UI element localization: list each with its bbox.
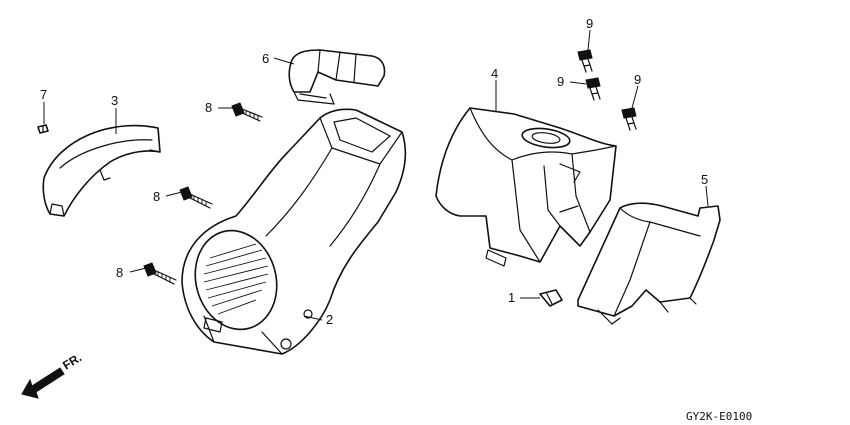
callout-5: 5 xyxy=(701,172,708,187)
callout-9-c: 9 xyxy=(634,72,641,87)
leader-lines xyxy=(43,29,709,321)
part-9-screw-c xyxy=(621,107,637,131)
callout-2: 2 xyxy=(326,312,333,327)
part-8-bolt-a xyxy=(231,102,263,122)
part-4-upper-cover xyxy=(435,107,617,267)
part-5-lower-cover xyxy=(577,202,721,325)
callout-8-a: 8 xyxy=(205,100,212,115)
front-direction-arrow-icon xyxy=(21,367,65,399)
direction-label: FR. xyxy=(60,350,84,372)
part-1-clip xyxy=(539,289,563,307)
part-8-bolt-c xyxy=(143,262,177,285)
callout-8-b: 8 xyxy=(153,189,160,204)
callout-1: 1 xyxy=(508,290,515,305)
part-2-fan-cover xyxy=(181,108,407,355)
fan-vents xyxy=(203,243,269,315)
callout-6: 6 xyxy=(262,51,269,66)
callout-4: 4 xyxy=(491,66,498,81)
part-9-screw-a xyxy=(577,49,593,73)
part-8-bolt-b xyxy=(179,186,213,209)
callout-3: 3 xyxy=(111,93,118,108)
part-6-duct xyxy=(288,49,386,105)
callout-7: 7 xyxy=(40,87,47,102)
part-3-cover xyxy=(42,124,161,217)
part-9-screw-b xyxy=(585,77,601,101)
callout-9-a: 9 xyxy=(586,16,593,31)
part-7-clip xyxy=(37,124,49,134)
callout-9-b: 9 xyxy=(557,74,564,89)
diagram-code: GY2K-E0100 xyxy=(686,410,752,423)
callout-8-c: 8 xyxy=(116,265,123,280)
